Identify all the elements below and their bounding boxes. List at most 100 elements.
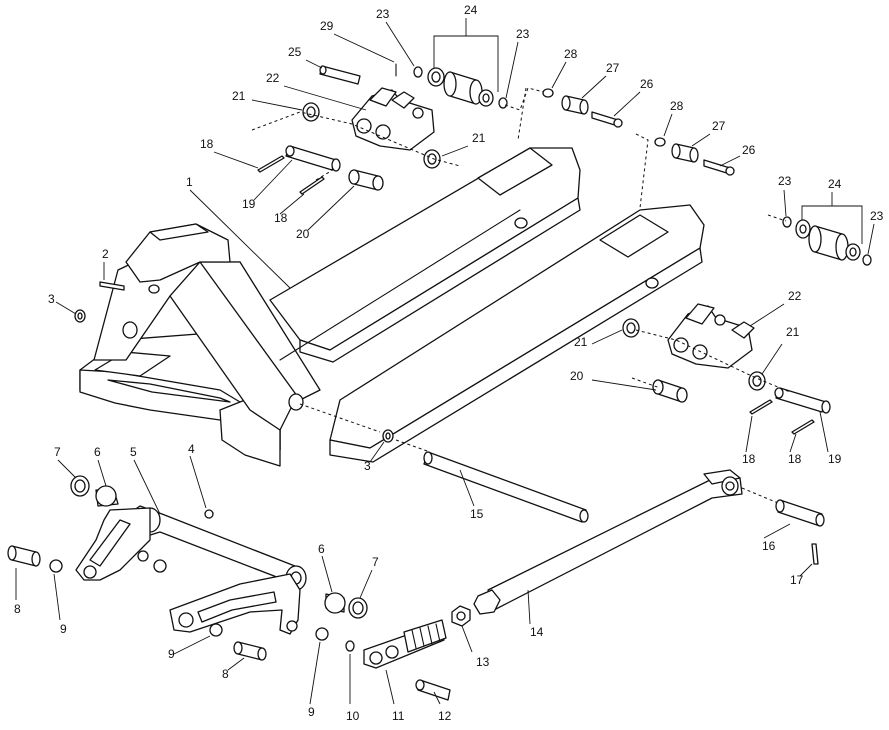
callout-label-c13: 13 bbox=[476, 655, 490, 669]
bolt-sets bbox=[542, 88, 735, 209]
leader-line-c29 bbox=[333, 33, 395, 63]
callout-label-c18d: 18 bbox=[788, 452, 802, 466]
leader-line-c9c bbox=[309, 641, 321, 705]
callout-label-c20b: 20 bbox=[570, 369, 584, 383]
leader-line-c28b bbox=[663, 113, 673, 137]
leader-line-c12 bbox=[433, 691, 441, 705]
callout-label-c4: 4 bbox=[188, 442, 195, 456]
leader-line-c23c bbox=[783, 189, 787, 217]
leader-line-c4 bbox=[189, 455, 207, 509]
leader-line-c19b bbox=[819, 411, 829, 453]
leader-line-c8b bbox=[227, 657, 245, 671]
callout-label-c26b: 26 bbox=[742, 143, 756, 157]
callout-label-c5: 5 bbox=[130, 445, 137, 459]
callout-label-c23b: 23 bbox=[516, 27, 530, 41]
small-pins bbox=[74, 281, 431, 453]
push-rod-parts bbox=[363, 605, 471, 701]
leader-line-c28a bbox=[551, 61, 567, 89]
leader-line-c13 bbox=[461, 625, 473, 653]
callout-label-c10: 10 bbox=[346, 709, 360, 723]
leader-line-c9b bbox=[173, 635, 211, 655]
leader-line-c22a bbox=[283, 85, 367, 111]
leader-line-c15 bbox=[459, 469, 475, 507]
leader-line-c21d bbox=[761, 343, 783, 375]
leader-line-c7b bbox=[359, 569, 373, 599]
leader-line-c27a bbox=[581, 75, 607, 99]
callout-label-c21d: 21 bbox=[786, 325, 800, 339]
leader-line-c23b bbox=[505, 41, 519, 99]
callout-label-c22b: 22 bbox=[788, 289, 802, 303]
leader-line-c26b bbox=[719, 155, 741, 167]
callout-label-c17: 17 bbox=[790, 573, 804, 587]
leader-line-c17 bbox=[799, 563, 813, 577]
callout-label-c23a: 23 bbox=[376, 7, 390, 21]
leader-line-c1 bbox=[189, 189, 291, 289]
callout-label-c26a: 26 bbox=[640, 77, 654, 91]
leader-line-c5 bbox=[133, 459, 161, 515]
leader-line-c16 bbox=[763, 523, 791, 539]
callout-label-c28a: 28 bbox=[564, 47, 578, 61]
callout-label-c20a: 20 bbox=[296, 227, 310, 241]
callout-label-c21a: 21 bbox=[232, 89, 246, 103]
pin-16-17 bbox=[775, 499, 825, 565]
callout-label-c9c: 9 bbox=[308, 705, 315, 719]
callout-label-c11: 11 bbox=[392, 709, 405, 723]
lever-assembly bbox=[7, 475, 368, 661]
leader-line-c25 bbox=[305, 59, 323, 69]
leader-line-c9a bbox=[53, 573, 61, 621]
axle-15 bbox=[423, 451, 589, 523]
leader-line-c23d bbox=[867, 223, 875, 255]
leader-line-c3b bbox=[369, 441, 385, 463]
callout-label-c25: 25 bbox=[288, 45, 302, 59]
callout-label-c3a: 3 bbox=[48, 292, 55, 306]
callout-label-c14: 14 bbox=[530, 625, 544, 639]
callout-label-c6b: 6 bbox=[318, 542, 325, 556]
leader-line-c7a bbox=[57, 459, 77, 479]
callout-label-c7b: 7 bbox=[372, 555, 379, 569]
leader-line-c11 bbox=[385, 669, 395, 705]
callout-label-c27a: 27 bbox=[606, 61, 620, 75]
leader-line-c6b bbox=[321, 555, 333, 593]
leader-line-c18a bbox=[213, 151, 259, 169]
callout-label-c24a: 24 bbox=[464, 3, 478, 17]
callout-label-c21c: 21 bbox=[574, 335, 588, 349]
leader-line-c22b bbox=[749, 303, 785, 327]
leader-line-c26a bbox=[613, 91, 641, 117]
leader-line-c6a bbox=[97, 459, 107, 487]
leader-line-c23a bbox=[385, 21, 415, 67]
callout-label-c18a: 18 bbox=[200, 137, 214, 151]
callout-label-c1: 1 bbox=[186, 175, 193, 189]
callout-label-c16: 16 bbox=[762, 539, 776, 553]
leader-line-c18c bbox=[745, 415, 753, 453]
leader-line-c18d bbox=[789, 433, 797, 453]
callout-label-c28b: 28 bbox=[670, 99, 684, 113]
callout-label-c18c: 18 bbox=[742, 452, 756, 466]
leader-line-c18b bbox=[279, 193, 305, 215]
callout-label-c21b: 21 bbox=[472, 131, 486, 145]
leader-line-c21c bbox=[591, 329, 623, 345]
callout-label-c12: 12 bbox=[438, 709, 452, 723]
leader-line-c20a bbox=[307, 185, 355, 231]
callout-label-c7a: 7 bbox=[54, 445, 61, 459]
leader-line-c14 bbox=[527, 589, 531, 625]
pallet-truck-frame bbox=[79, 147, 705, 467]
callout-label-c2: 2 bbox=[102, 247, 109, 261]
leader-line-c20b bbox=[591, 379, 657, 391]
callout-label-c27b: 27 bbox=[712, 119, 726, 133]
callout-label-c29: 29 bbox=[320, 19, 334, 33]
callout-label-c23c: 23 bbox=[778, 174, 792, 188]
callout-label-c19b: 19 bbox=[828, 452, 842, 466]
callout-label-c23d: 23 bbox=[870, 209, 884, 223]
callout-label-c8a: 8 bbox=[14, 602, 21, 616]
roller-assembly-left bbox=[251, 63, 545, 195]
callout-label-c24b: 24 bbox=[828, 177, 842, 191]
leader-line-c3a bbox=[55, 301, 77, 315]
callout-label-c3b: 3 bbox=[364, 459, 371, 473]
callout-label-c19a: 19 bbox=[242, 197, 256, 211]
callout-label-c9a: 9 bbox=[60, 622, 67, 636]
callout-label-c22a: 22 bbox=[266, 71, 280, 85]
callout-label-c9b: 9 bbox=[168, 647, 175, 661]
